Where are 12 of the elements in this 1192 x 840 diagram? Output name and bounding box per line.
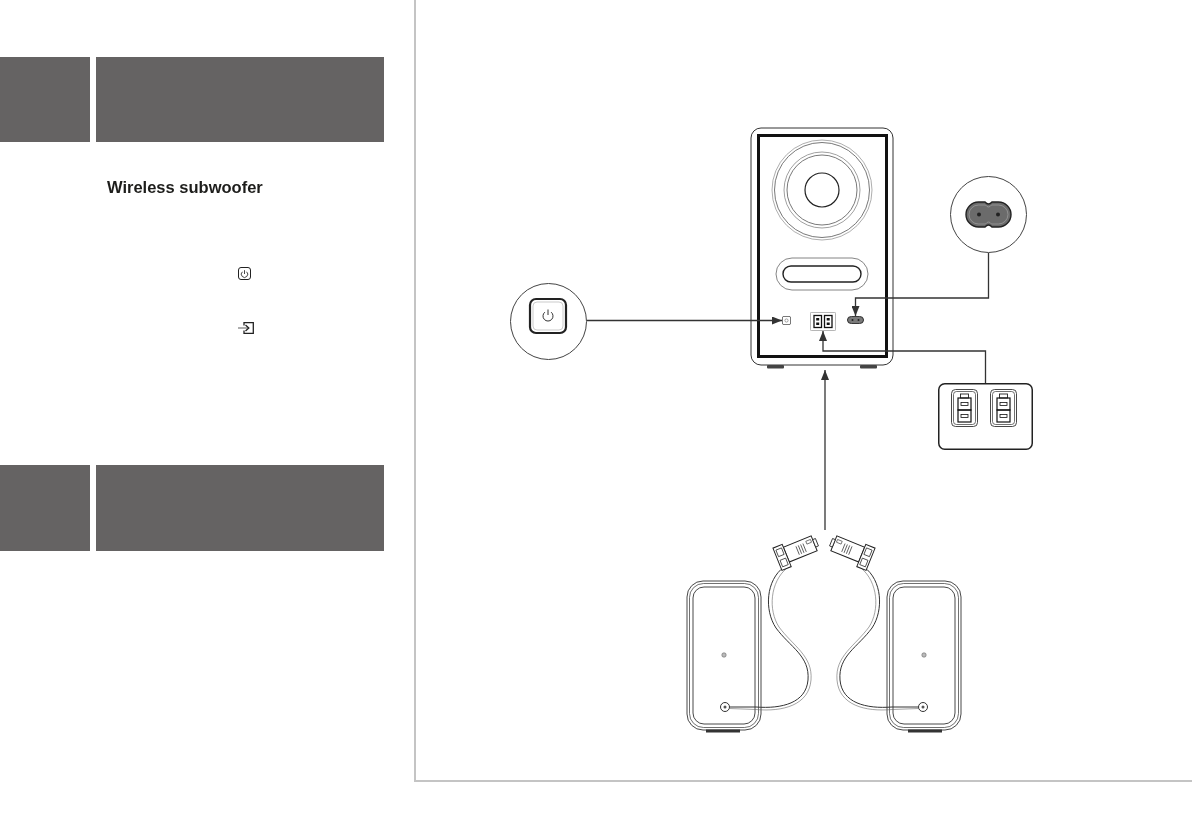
speaker-terminal-callout [938, 383, 1033, 450]
leader-arrow [851, 252, 990, 317]
leader-arrow [586, 316, 783, 325]
leader-arrow [819, 330, 987, 384]
power-button-drawing [782, 316, 791, 325]
leader-arrow [821, 369, 829, 531]
speaker-terminal-drawing [810, 312, 836, 331]
section-heading: Wireless subwoofer [107, 178, 263, 196]
subwoofer-rear-illustration [749, 126, 895, 370]
power-socket-callout [950, 176, 1027, 253]
power-socket-drawing [847, 316, 864, 324]
power-button-callout [510, 283, 587, 360]
